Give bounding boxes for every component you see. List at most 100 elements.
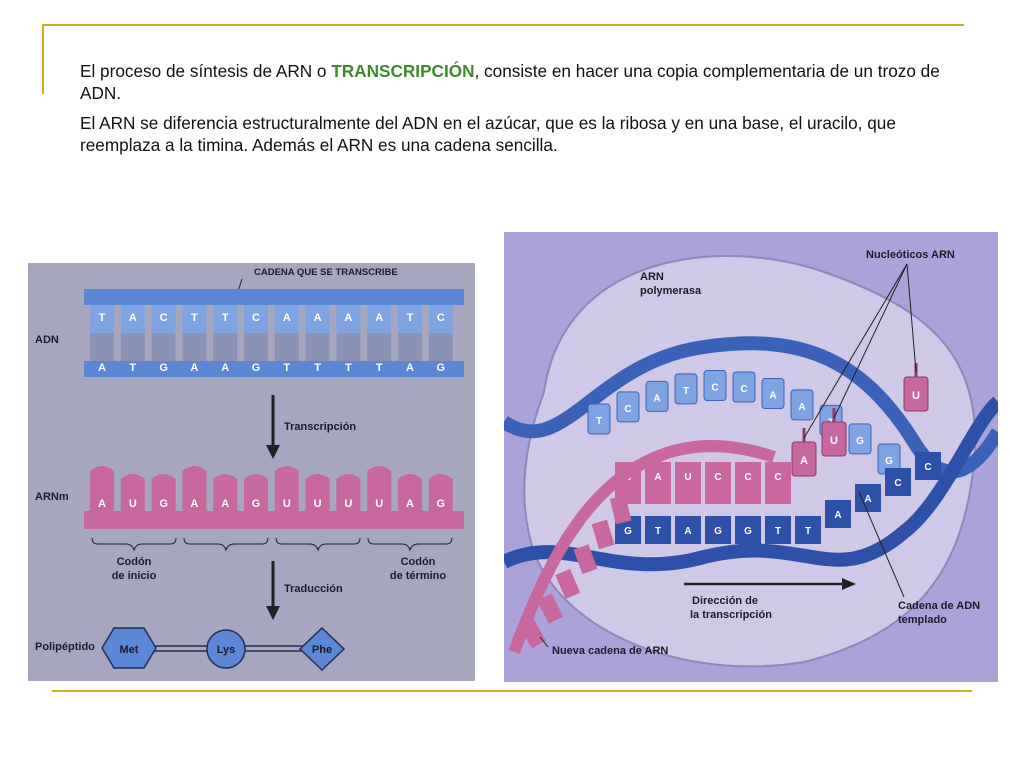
new-rna-base bbox=[735, 462, 761, 504]
direction-label-line-2: la transcripción bbox=[690, 609, 772, 621]
top-strand-base bbox=[645, 380, 669, 412]
top-strand-base-letter: A bbox=[769, 391, 776, 402]
dna-top-base-letter: C bbox=[252, 312, 260, 324]
new-rna-base bbox=[675, 462, 701, 504]
new-rna-base-letter: C bbox=[744, 472, 751, 483]
paragraph-1-end: , consiste en hacer una copia complement… bbox=[80, 61, 940, 103]
template-label-line-2: templado bbox=[898, 614, 947, 626]
dna-top-base-letter: C bbox=[437, 312, 445, 324]
codon-inicio-line-2: de inicio bbox=[112, 570, 157, 582]
arnm-base-letter: U bbox=[344, 498, 352, 510]
top-strand-base bbox=[616, 391, 640, 423]
transcription-arrowhead bbox=[266, 445, 280, 459]
nuc-pointer-2 bbox=[833, 263, 908, 419]
direction-arrowhead bbox=[842, 578, 856, 590]
codon-termino-line-2: de término bbox=[390, 570, 447, 582]
dna-top-base-letter: A bbox=[129, 312, 137, 324]
top-strand-base bbox=[761, 378, 785, 410]
free-nucleotide-letter: U bbox=[830, 435, 838, 447]
dna-bottom-base-letter: A bbox=[406, 362, 414, 374]
dna-bottom-base bbox=[428, 333, 453, 361]
arnm-base bbox=[336, 474, 361, 511]
rna-tail-stubs bbox=[519, 495, 632, 649]
arnm-base bbox=[182, 466, 207, 511]
dna-top-base-letter: T bbox=[191, 312, 198, 324]
template-base bbox=[915, 452, 941, 480]
rna-tail-stub bbox=[519, 618, 546, 649]
dna-top-base bbox=[182, 305, 207, 333]
top-strand-base-letter: G bbox=[885, 456, 893, 467]
dna-top-base-letter: T bbox=[99, 312, 106, 324]
top-strand-base-letter: C bbox=[624, 404, 631, 415]
new-rna-base bbox=[705, 462, 731, 504]
nucleotidos-label: Nucleóticos ARN bbox=[866, 249, 955, 261]
amino-phe: Phe bbox=[312, 644, 332, 656]
arnm-base-letter: G bbox=[252, 498, 261, 510]
dna-bottom-base bbox=[398, 333, 422, 361]
template-base bbox=[705, 516, 731, 544]
dna-bottom-base-letter: G bbox=[252, 362, 261, 374]
arnm-base-letter: A bbox=[190, 498, 198, 510]
dna-top-base bbox=[336, 305, 361, 333]
new-rna-backbone bbox=[508, 440, 776, 655]
top-strand-base-letter: A bbox=[798, 402, 805, 413]
template-base bbox=[645, 516, 671, 544]
top-strand-base-letter: G bbox=[856, 436, 864, 447]
dna-bottom-base-letter: A bbox=[190, 362, 198, 374]
dna-bottom-base bbox=[274, 333, 299, 361]
dna-bottom-base-letter: T bbox=[376, 362, 383, 374]
dna-top-base bbox=[428, 305, 453, 333]
new-rna-base-letter: U bbox=[684, 472, 691, 483]
free-nucleotide-letter: U bbox=[912, 390, 920, 402]
top-strand-base bbox=[732, 371, 756, 403]
dna-top-base bbox=[274, 305, 299, 333]
new-rna-base-letter: C bbox=[774, 472, 781, 483]
direction-label-line-1: Dirección de bbox=[692, 595, 758, 607]
arnm-base bbox=[305, 474, 330, 511]
dna-top-base-letter: A bbox=[283, 312, 291, 324]
dna-bottom-base bbox=[305, 333, 330, 361]
arnm-label: ARNm bbox=[35, 491, 69, 503]
template-base-letter: C bbox=[894, 478, 901, 489]
dna-top-base bbox=[151, 305, 176, 333]
dna-bottom-base bbox=[244, 333, 268, 361]
rna-tail-stub bbox=[591, 519, 615, 550]
arnm-base-letter: G bbox=[159, 498, 168, 510]
template-base bbox=[825, 500, 851, 528]
arnm-base bbox=[398, 474, 422, 511]
arnm-base bbox=[120, 474, 145, 511]
dna-top-base bbox=[90, 305, 114, 333]
top-strand-base-letter: T bbox=[596, 416, 602, 427]
dna-top-base-letter: C bbox=[160, 312, 168, 324]
dna-top-base bbox=[244, 305, 268, 333]
top-strand-base bbox=[703, 370, 727, 402]
dna-bottom-base bbox=[213, 333, 238, 361]
dna-bottom-base-letter: A bbox=[98, 362, 106, 374]
dna-top-base-letter: A bbox=[314, 312, 322, 324]
dna-top-base-letter: A bbox=[375, 312, 383, 324]
arnm-base-letter: A bbox=[221, 498, 229, 510]
new-chain-label: Nueva cadena de ARN bbox=[552, 645, 668, 657]
template-base bbox=[675, 516, 701, 544]
template-base bbox=[885, 468, 911, 496]
template-pointer bbox=[858, 491, 905, 598]
arnm-base-letter: U bbox=[283, 498, 291, 510]
top-strand-base bbox=[848, 423, 872, 455]
template-base bbox=[735, 516, 761, 544]
dna-top-base-letter: T bbox=[222, 312, 229, 324]
adn-label: ADN bbox=[35, 334, 59, 346]
arnm-base-letter: G bbox=[437, 498, 446, 510]
template-base-letter: T bbox=[805, 526, 811, 537]
dna-top-base bbox=[367, 305, 392, 333]
polipeptido-label: Polipéptido bbox=[35, 641, 95, 653]
template-base-letter: G bbox=[624, 526, 632, 537]
new-rna-base bbox=[645, 462, 671, 504]
top-strand-base-letter: C bbox=[711, 383, 718, 394]
arnm-base-letter: U bbox=[375, 498, 383, 510]
dna-top-base bbox=[120, 305, 145, 333]
